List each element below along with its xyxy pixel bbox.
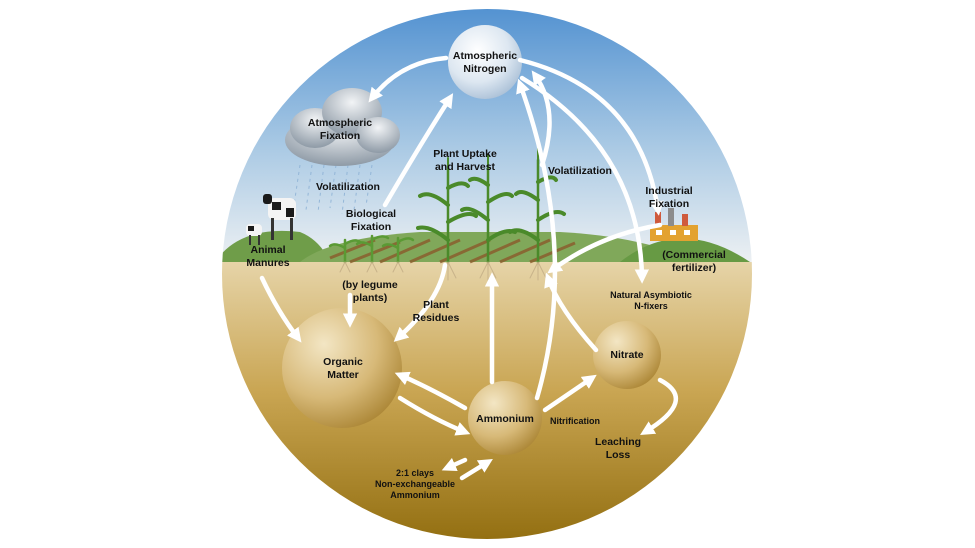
- arrow-fertilizer-to-field: [547, 222, 663, 274]
- nitrate-label: Nitrate: [610, 349, 644, 361]
- nitrification-label: Nitrification: [549, 416, 600, 426]
- arrow-n2-asymbiotic: [519, 75, 650, 284]
- right-hill: [620, 238, 750, 262]
- ammonium-label: Ammonium: [476, 413, 534, 425]
- arrow-om-to-ammonium: [397, 395, 471, 436]
- arrow-clays-in: [441, 457, 468, 472]
- arrow-nitrate-leaching: [640, 377, 679, 435]
- nitrate-node: [593, 321, 661, 389]
- arrow-ammonium-volatilization: [516, 78, 558, 401]
- cow-icon: [246, 194, 296, 245]
- left-hill: [222, 230, 330, 262]
- volatilization-right-label: Volatilization: [548, 165, 612, 177]
- volatilization-left-label: Volatilization: [316, 181, 380, 193]
- arrow-residues-to-om: [393, 262, 448, 342]
- corn-plant-icon: [328, 139, 566, 281]
- factory-icon: [650, 208, 698, 241]
- arrow-plant-uptake-to-n2: [531, 70, 552, 168]
- flow-arrows: [259, 55, 679, 481]
- arrow-volatilization-left: [382, 93, 454, 208]
- ammonium-node: [468, 381, 542, 455]
- arrow-nitrate-to-plant: [544, 272, 599, 353]
- arrow-manure-to-om: [259, 275, 302, 343]
- arrow-n2-industrial: [517, 57, 664, 216]
- cloud-rain-icon: [285, 88, 400, 215]
- arrow-ammonium-to-om: [394, 371, 468, 411]
- organic-matter-node: [282, 308, 402, 428]
- arrow-clays-out: [459, 458, 493, 481]
- arrow-ammonium-to-nitrate: [542, 374, 597, 413]
- atmospheric-nitrogen-node: [448, 25, 522, 99]
- arrow-n2-to-cloud: [368, 55, 449, 103]
